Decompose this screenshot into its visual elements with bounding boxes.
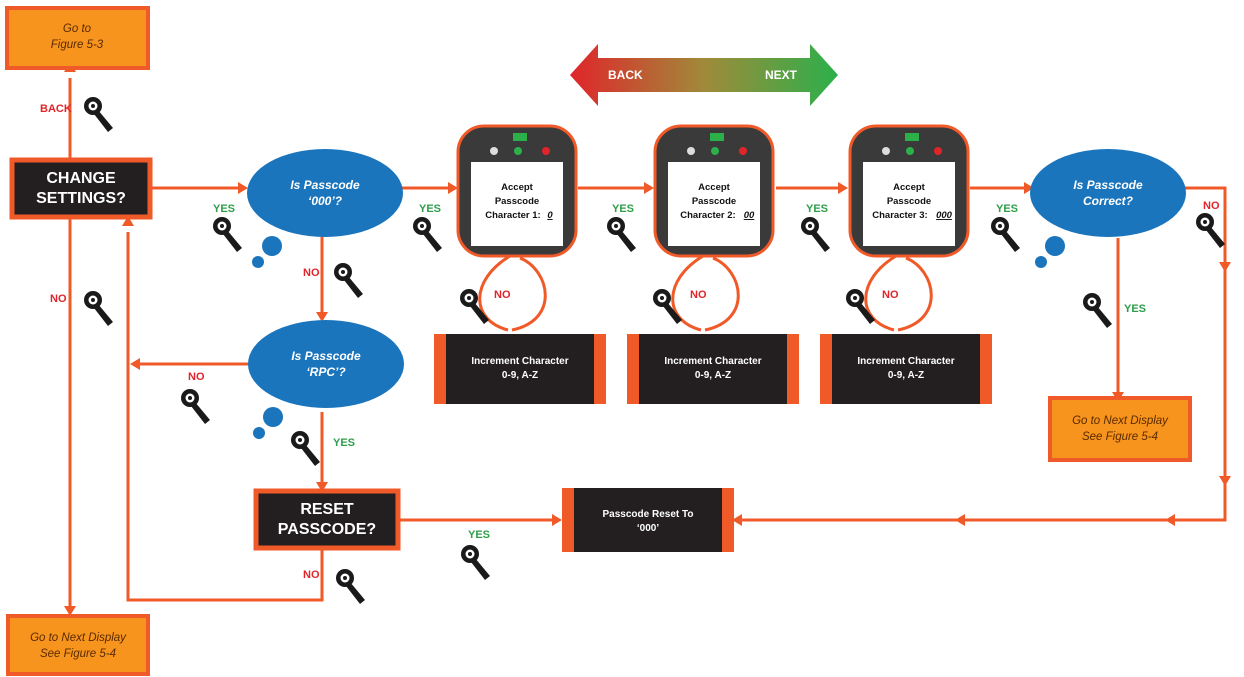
svg-text:0-9, A-Z: 0-9, A-Z: [502, 370, 538, 381]
key-icon: [653, 289, 682, 324]
key-icon: [607, 217, 636, 252]
svg-text:SETTINGS?: SETTINGS?: [36, 190, 126, 207]
svg-text:NO: NO: [1203, 200, 1220, 212]
increment-loops: [478, 254, 933, 332]
increment-box-2: Increment Character 0-9, A-Z: [627, 334, 799, 404]
svg-text:Accept: Accept: [893, 182, 926, 193]
increment-box-3: Increment Character 0-9, A-Z: [820, 334, 992, 404]
key-icon: [460, 289, 489, 324]
key-icon: [336, 569, 365, 604]
svg-text:RESET: RESET: [300, 501, 354, 518]
key-icon: [846, 289, 875, 324]
key-icon: [1083, 293, 1112, 328]
svg-text:Accept: Accept: [698, 182, 731, 193]
key-icon: [84, 291, 113, 326]
key-icon: [334, 263, 363, 298]
key-icon: [413, 217, 442, 252]
svg-text:Character 3:: Character 3:: [872, 210, 927, 221]
svg-text:NO: NO: [50, 293, 67, 305]
svg-text:Character 2:: Character 2:: [680, 210, 735, 221]
svg-text:Character 1:: Character 1:: [485, 210, 540, 221]
svg-text:0-9, A-Z: 0-9, A-Z: [888, 370, 924, 381]
svg-text:YES: YES: [213, 203, 235, 215]
svg-text:Go to Next Display: Go to Next Display: [30, 632, 127, 644]
svg-text:Is Passcode: Is Passcode: [291, 349, 361, 363]
svg-text:YES: YES: [333, 437, 355, 449]
svg-text:00: 00: [744, 210, 755, 221]
cloud-passcode-correct: Is Passcode Correct?: [1030, 149, 1186, 268]
go-to-figure-5-3-box: Go to Figure 5-3: [5, 6, 150, 70]
svg-text:YES: YES: [1124, 303, 1146, 315]
nav-arrow: BACK NEXT: [570, 44, 838, 106]
reset-passcode-box: RESET PASSCODE?: [253, 488, 401, 551]
svg-text:Accept: Accept: [501, 182, 534, 193]
svg-text:‘000’: ‘000’: [637, 523, 659, 534]
svg-text:Go to: Go to: [63, 23, 92, 35]
increment-box-1: Increment Character 0-9, A-Z: [434, 334, 606, 404]
svg-text:Passcode Reset To: Passcode Reset To: [603, 509, 694, 520]
svg-text:PASSCODE?: PASSCODE?: [278, 521, 376, 538]
device-display-3: Accept Passcode Character 3: 000: [848, 124, 970, 258]
svg-text:‘RPC’?: ‘RPC’?: [306, 365, 346, 379]
cloud-passcode-000: Is Passcode ‘000’?: [247, 149, 403, 268]
svg-text:‘000’?: ‘000’?: [308, 194, 343, 208]
svg-text:Passcode: Passcode: [692, 196, 736, 207]
nav-next-label: NEXT: [765, 68, 798, 82]
svg-text:0: 0: [547, 210, 553, 221]
svg-text:Correct?: Correct?: [1083, 194, 1134, 208]
cloud-passcode-rpc: Is Passcode ‘RPC’?: [248, 320, 404, 439]
svg-text:YES: YES: [468, 529, 490, 541]
svg-text:Increment Character: Increment Character: [664, 356, 761, 367]
change-settings-box: CHANGE SETTINGS?: [9, 157, 153, 220]
svg-text:YES: YES: [996, 203, 1018, 215]
svg-text:NO: NO: [303, 569, 320, 581]
svg-text:000: 000: [936, 210, 953, 221]
svg-text:YES: YES: [419, 203, 441, 215]
svg-text:See Figure 5-4: See Figure 5-4: [1082, 431, 1158, 443]
svg-text:NO: NO: [303, 267, 320, 279]
go-to-next-display-bottom-box: Go to Next Display See Figure 5-4: [6, 614, 150, 676]
key-icon: [213, 217, 242, 252]
key-icon: [801, 217, 830, 252]
key-icon: [291, 431, 320, 466]
svg-text:Passcode: Passcode: [887, 196, 931, 207]
svg-text:0-9, A-Z: 0-9, A-Z: [695, 370, 731, 381]
flow-labels: BACK NO YES NO NO YES NO YES YES NO YES …: [40, 103, 1220, 581]
device-display-1: Accept Passcode Character 1: 0: [456, 124, 578, 258]
svg-text:Passcode: Passcode: [495, 196, 539, 207]
passcode-reset-box: Passcode Reset To ‘000’: [562, 488, 734, 552]
svg-text:See Figure 5-4: See Figure 5-4: [40, 648, 116, 660]
svg-text:Increment Character: Increment Character: [471, 356, 568, 367]
flow-lines: [68, 78, 1227, 606]
svg-text:Go to Next Display: Go to Next Display: [1072, 415, 1169, 427]
key-icon: [1196, 213, 1225, 248]
svg-text:BACK: BACK: [40, 103, 72, 115]
svg-text:NO: NO: [494, 289, 511, 301]
key-icon: [181, 389, 210, 424]
key-icon: [84, 97, 113, 132]
key-icon: [461, 545, 490, 580]
svg-text:Figure 5-3: Figure 5-3: [51, 39, 104, 51]
device-display-2: Accept Passcode Character 2: 00: [653, 124, 775, 258]
svg-text:YES: YES: [612, 203, 634, 215]
svg-text:NO: NO: [882, 289, 899, 301]
svg-text:Increment Character: Increment Character: [857, 356, 954, 367]
go-to-next-display-right-box: Go to Next Display See Figure 5-4: [1048, 396, 1192, 462]
key-icon: [991, 217, 1020, 252]
svg-text:YES: YES: [806, 203, 828, 215]
svg-text:CHANGE: CHANGE: [46, 170, 116, 187]
svg-text:NO: NO: [188, 371, 205, 383]
svg-text:NO: NO: [690, 289, 707, 301]
nav-back-label: BACK: [608, 68, 643, 82]
svg-text:Is Passcode: Is Passcode: [290, 178, 360, 192]
svg-text:Is Passcode: Is Passcode: [1073, 178, 1143, 192]
